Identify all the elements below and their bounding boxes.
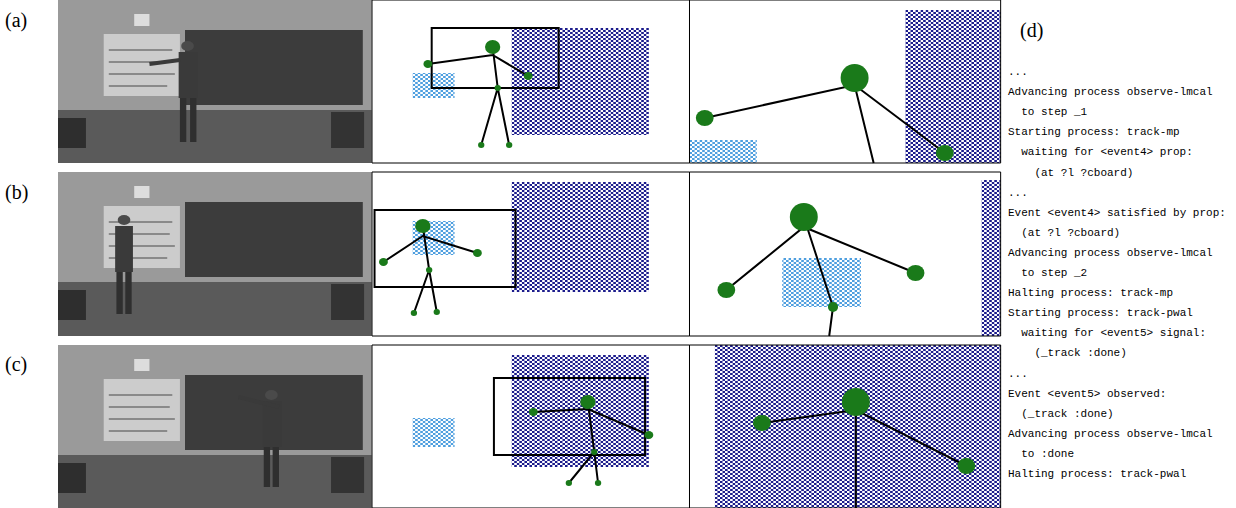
- log-line: Event <event5> observed:: [1008, 388, 1166, 401]
- zoom-panel: [690, 345, 1001, 508]
- log-line: waiting for <event5> signal:: [1021, 327, 1206, 340]
- zoom-panel: [690, 0, 1001, 163]
- log-line: to :done: [1021, 448, 1074, 461]
- stick-figure-panel: [372, 0, 690, 163]
- log-line: Advancing process observe-lmcal: [1008, 247, 1213, 260]
- panel-label: (d): [1020, 18, 1043, 42]
- log-line: Starting process: track-mp: [1008, 126, 1180, 139]
- zoom-panel: [690, 172, 1001, 336]
- log-line: Halting process: track-mp: [1008, 287, 1173, 300]
- video-frame: [58, 172, 372, 336]
- panel-label: (b): [5, 180, 28, 204]
- video-frame: [58, 345, 372, 508]
- log-line: ...: [1008, 187, 1028, 200]
- panel-label: (a): [5, 8, 27, 32]
- stick-figure-panel: [372, 345, 690, 508]
- log-line: Halting process: track-pwal: [1008, 468, 1186, 481]
- log-line: to step _1: [1021, 106, 1087, 119]
- stick-figure-panel: [372, 172, 690, 336]
- log-line: ...: [1008, 368, 1028, 381]
- panel-label: (c): [5, 352, 27, 376]
- log-line: (at ?l ?cboard): [1021, 227, 1120, 240]
- log-line: Advancing process observe-lmcal: [1008, 86, 1213, 99]
- log-line: Event <event4> satisfied by prop:: [1008, 207, 1226, 220]
- log-line: waiting for <event4> prop:: [1021, 146, 1193, 159]
- log-line: ...: [1008, 66, 1028, 79]
- log-line: to step _2: [1021, 267, 1087, 280]
- video-frame: [58, 0, 372, 163]
- log-line: (at ?l ?cboard): [1034, 167, 1133, 180]
- log-line: (_track :done): [1021, 408, 1113, 421]
- log-line: Starting process: track-pwal: [1008, 307, 1193, 320]
- log-line: (_track :done): [1034, 347, 1126, 360]
- log-line: Advancing process observe-lmcal: [1008, 428, 1213, 441]
